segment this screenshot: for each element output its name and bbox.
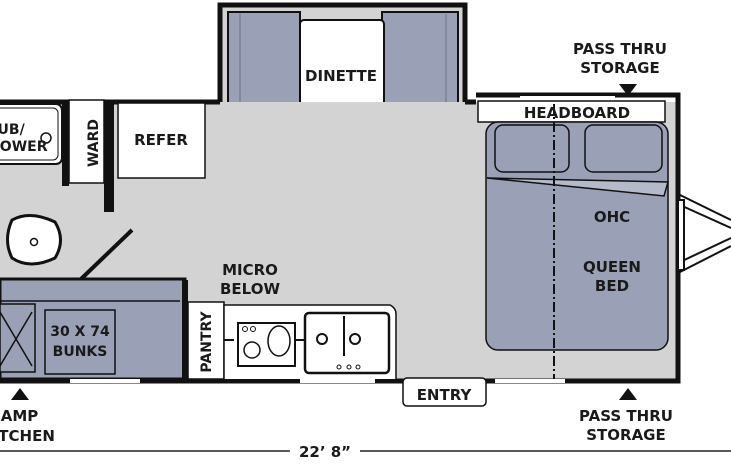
entry-door [402,377,487,407]
micro-below-label: MICRO [222,261,278,279]
queen-bed [485,104,669,380]
queen-bed-label: BED [595,277,629,295]
arrow-up-icon [11,388,29,400]
bunk-area [0,277,188,381]
headboard-label: HEADBOARD [524,104,630,122]
bunk-mattress [44,309,116,375]
sink [303,311,391,375]
bunks-label: 30 X 74 [50,324,110,340]
entry-label: ENTRY [417,386,473,404]
bed-cover-fold [486,177,669,197]
pass-thru-storage-top-label: STORAGE [580,59,660,77]
pillow [494,124,570,173]
refrigerator [117,102,206,179]
pillow [584,124,663,173]
stove [237,322,296,367]
dinette-label: DINETTE [305,67,377,85]
pass-thru-storage-bottom-label: PASS THRU [579,407,673,425]
bath-door [78,228,134,282]
drain-icon [40,132,52,144]
queen-bed-label: QUEEN [583,258,641,276]
burner-icon [267,325,291,357]
ohc-label: OHC [594,208,630,226]
hitch [677,194,731,273]
camp-kitchen-label: KITCHEN [0,427,55,445]
pantry-label: PANTRY [199,311,215,373]
bunks-label: BUNKS [53,344,108,360]
toilet [6,214,62,266]
arrow-down-icon [619,84,637,96]
pass-thru-storage-top-label: PASS THRU [573,40,667,58]
refer-label: REFER [134,131,188,149]
length-label: 22’ 8” [299,443,351,461]
burner-icon [243,341,261,359]
arrow-up-icon [619,388,637,400]
tub-shower-label: TUB/ [0,122,26,138]
pass-thru-storage-bottom-label: STORAGE [586,426,666,444]
wardrobe [68,99,105,184]
tub-shower-label: SHOWER [0,139,48,155]
kitchen [187,301,397,380]
bathroom [0,99,206,282]
ward-label: WARD [86,119,102,167]
camp-kitchen-label: CAMP [0,407,38,425]
micro-below-label: BELOW [220,280,280,298]
